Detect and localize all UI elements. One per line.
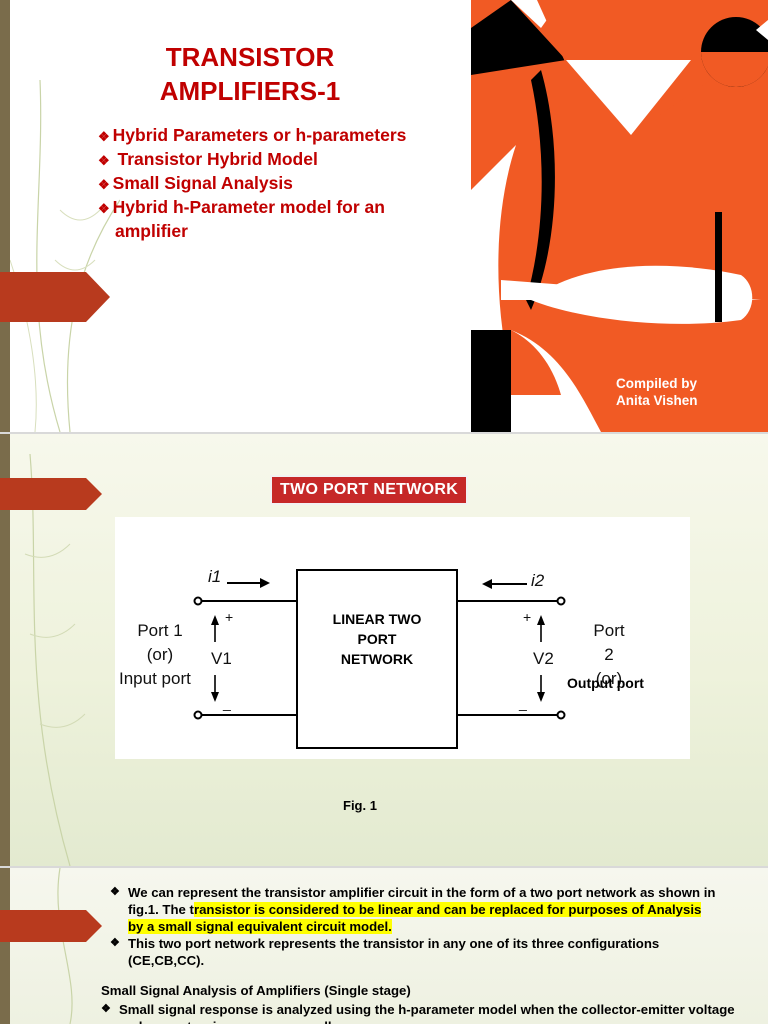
slide-small-signal: ❖ We can represent the transistor amplif… [0, 868, 768, 1024]
list-item: ❖Hybrid Parameters or h-parameters [98, 124, 458, 148]
slide-title: TRANSISTOR AMPLIFIERS-1 ❖Hybrid Paramete… [0, 0, 768, 432]
minus-sign: _ [223, 695, 231, 711]
list-item-text: Hybrid Parameters or h-parameters [112, 125, 407, 145]
fern-decoration [57, 868, 73, 1024]
list-item: ❖ Transistor Hybrid Model [98, 148, 458, 172]
figure-caption: Fig. 1 [343, 798, 377, 813]
credit-line-1: Compiled by [616, 376, 698, 391]
plus-sign: + [225, 609, 234, 625]
bullet-text: This two port network represents the tra… [128, 936, 660, 968]
list-item: ❖ We can represent the transistor amplif… [110, 884, 720, 935]
diamond-bullet-icon: ❖ [98, 153, 110, 168]
left-bar [0, 434, 10, 866]
arrow-tab [0, 910, 102, 942]
section-heading: TWO PORT NETWORK [270, 475, 469, 505]
bullet-text: We can represent the transistor amplifie… [128, 885, 716, 917]
bullet-text: Small signal response is analyzed using … [119, 1002, 735, 1024]
slide-two-port-network: TWO PORT NETWORK LINEAR TWO [0, 434, 768, 866]
highlighted-text: ransistor is considered to be linear and… [128, 902, 702, 934]
list-item-text: Small Signal Analysis [112, 173, 293, 193]
two-port-diagram: LINEAR TWO PORT NETWORK Port 1 (or) Inpu… [115, 517, 690, 759]
network-label-line: NETWORK [340, 651, 414, 667]
title-line-1: TRANSISTOR [165, 42, 335, 72]
subheading: Small Signal Analysis of Amplifiers (Sin… [101, 983, 411, 998]
diamond-bullet-icon: ❖ [98, 129, 110, 144]
left-bar [0, 868, 10, 1024]
network-label-line: PORT [357, 631, 397, 647]
diamond-bullet-icon: ❖ [101, 1003, 111, 1015]
title-line-2: AMPLIFIERS-1 [159, 76, 341, 106]
list-item: ❖ This two port network represents the t… [110, 935, 720, 969]
slide-separator [0, 432, 768, 434]
list-item-continuation: amplifier [98, 220, 458, 243]
diamond-bullet-icon: ❖ [98, 201, 110, 216]
cover-art [471, 0, 768, 432]
current-i2: i2 [531, 571, 545, 590]
input-port-label: Input port [119, 669, 191, 688]
left-bar [0, 0, 10, 432]
circuit-lines [193, 569, 566, 749]
list-item: ❖Hybrid h-Parameter model for an [98, 196, 458, 220]
topic-list: ❖Hybrid Parameters or h-parameters ❖ Tra… [98, 124, 458, 243]
port1-line: (or) [146, 645, 174, 664]
list-item-text: Transistor Hybrid Model [112, 149, 318, 169]
slide-separator [0, 866, 768, 868]
slide-title-heading: TRANSISTOR AMPLIFIERS-1 [140, 40, 360, 108]
slide-body: ❖ We can represent the transistor amplif… [110, 884, 720, 969]
arrow-tab [0, 272, 110, 322]
voltage-v2: V2 [533, 649, 554, 668]
network-label: LINEAR TWO PORT NETWORK [297, 609, 457, 669]
minus-sign: _ [519, 695, 527, 711]
port2-line: Port 2 [593, 621, 625, 664]
diamond-bullet-icon: ❖ [98, 177, 110, 192]
port1-label: Port 1 (or) [131, 619, 189, 667]
arrow-tab [0, 478, 102, 510]
port2-label: Port 2 (or) [589, 619, 629, 691]
list-item-text: amplifier [115, 221, 188, 241]
output-port-label: Output port [567, 675, 644, 691]
list-item: ❖ Small signal response is analyzed usin… [101, 1001, 741, 1024]
plus-sign: + [523, 609, 532, 625]
port1-line: Port 1 [137, 621, 183, 640]
diamond-bullet-icon: ❖ [110, 937, 120, 949]
diamond-bullet-icon: ❖ [110, 886, 120, 898]
current-i1: i1 [208, 567, 222, 586]
voltage-v1: V1 [211, 649, 232, 668]
list-item: ❖Small Signal Analysis [98, 172, 458, 196]
network-label-line: LINEAR TWO [332, 611, 422, 627]
port2-line: (or) [595, 669, 623, 688]
credit-text: Compiled by Anita Vishen [616, 375, 698, 409]
credit-line-2: Anita Vishen [616, 393, 698, 408]
list-item-text: Hybrid h-Parameter model for an [112, 197, 385, 217]
